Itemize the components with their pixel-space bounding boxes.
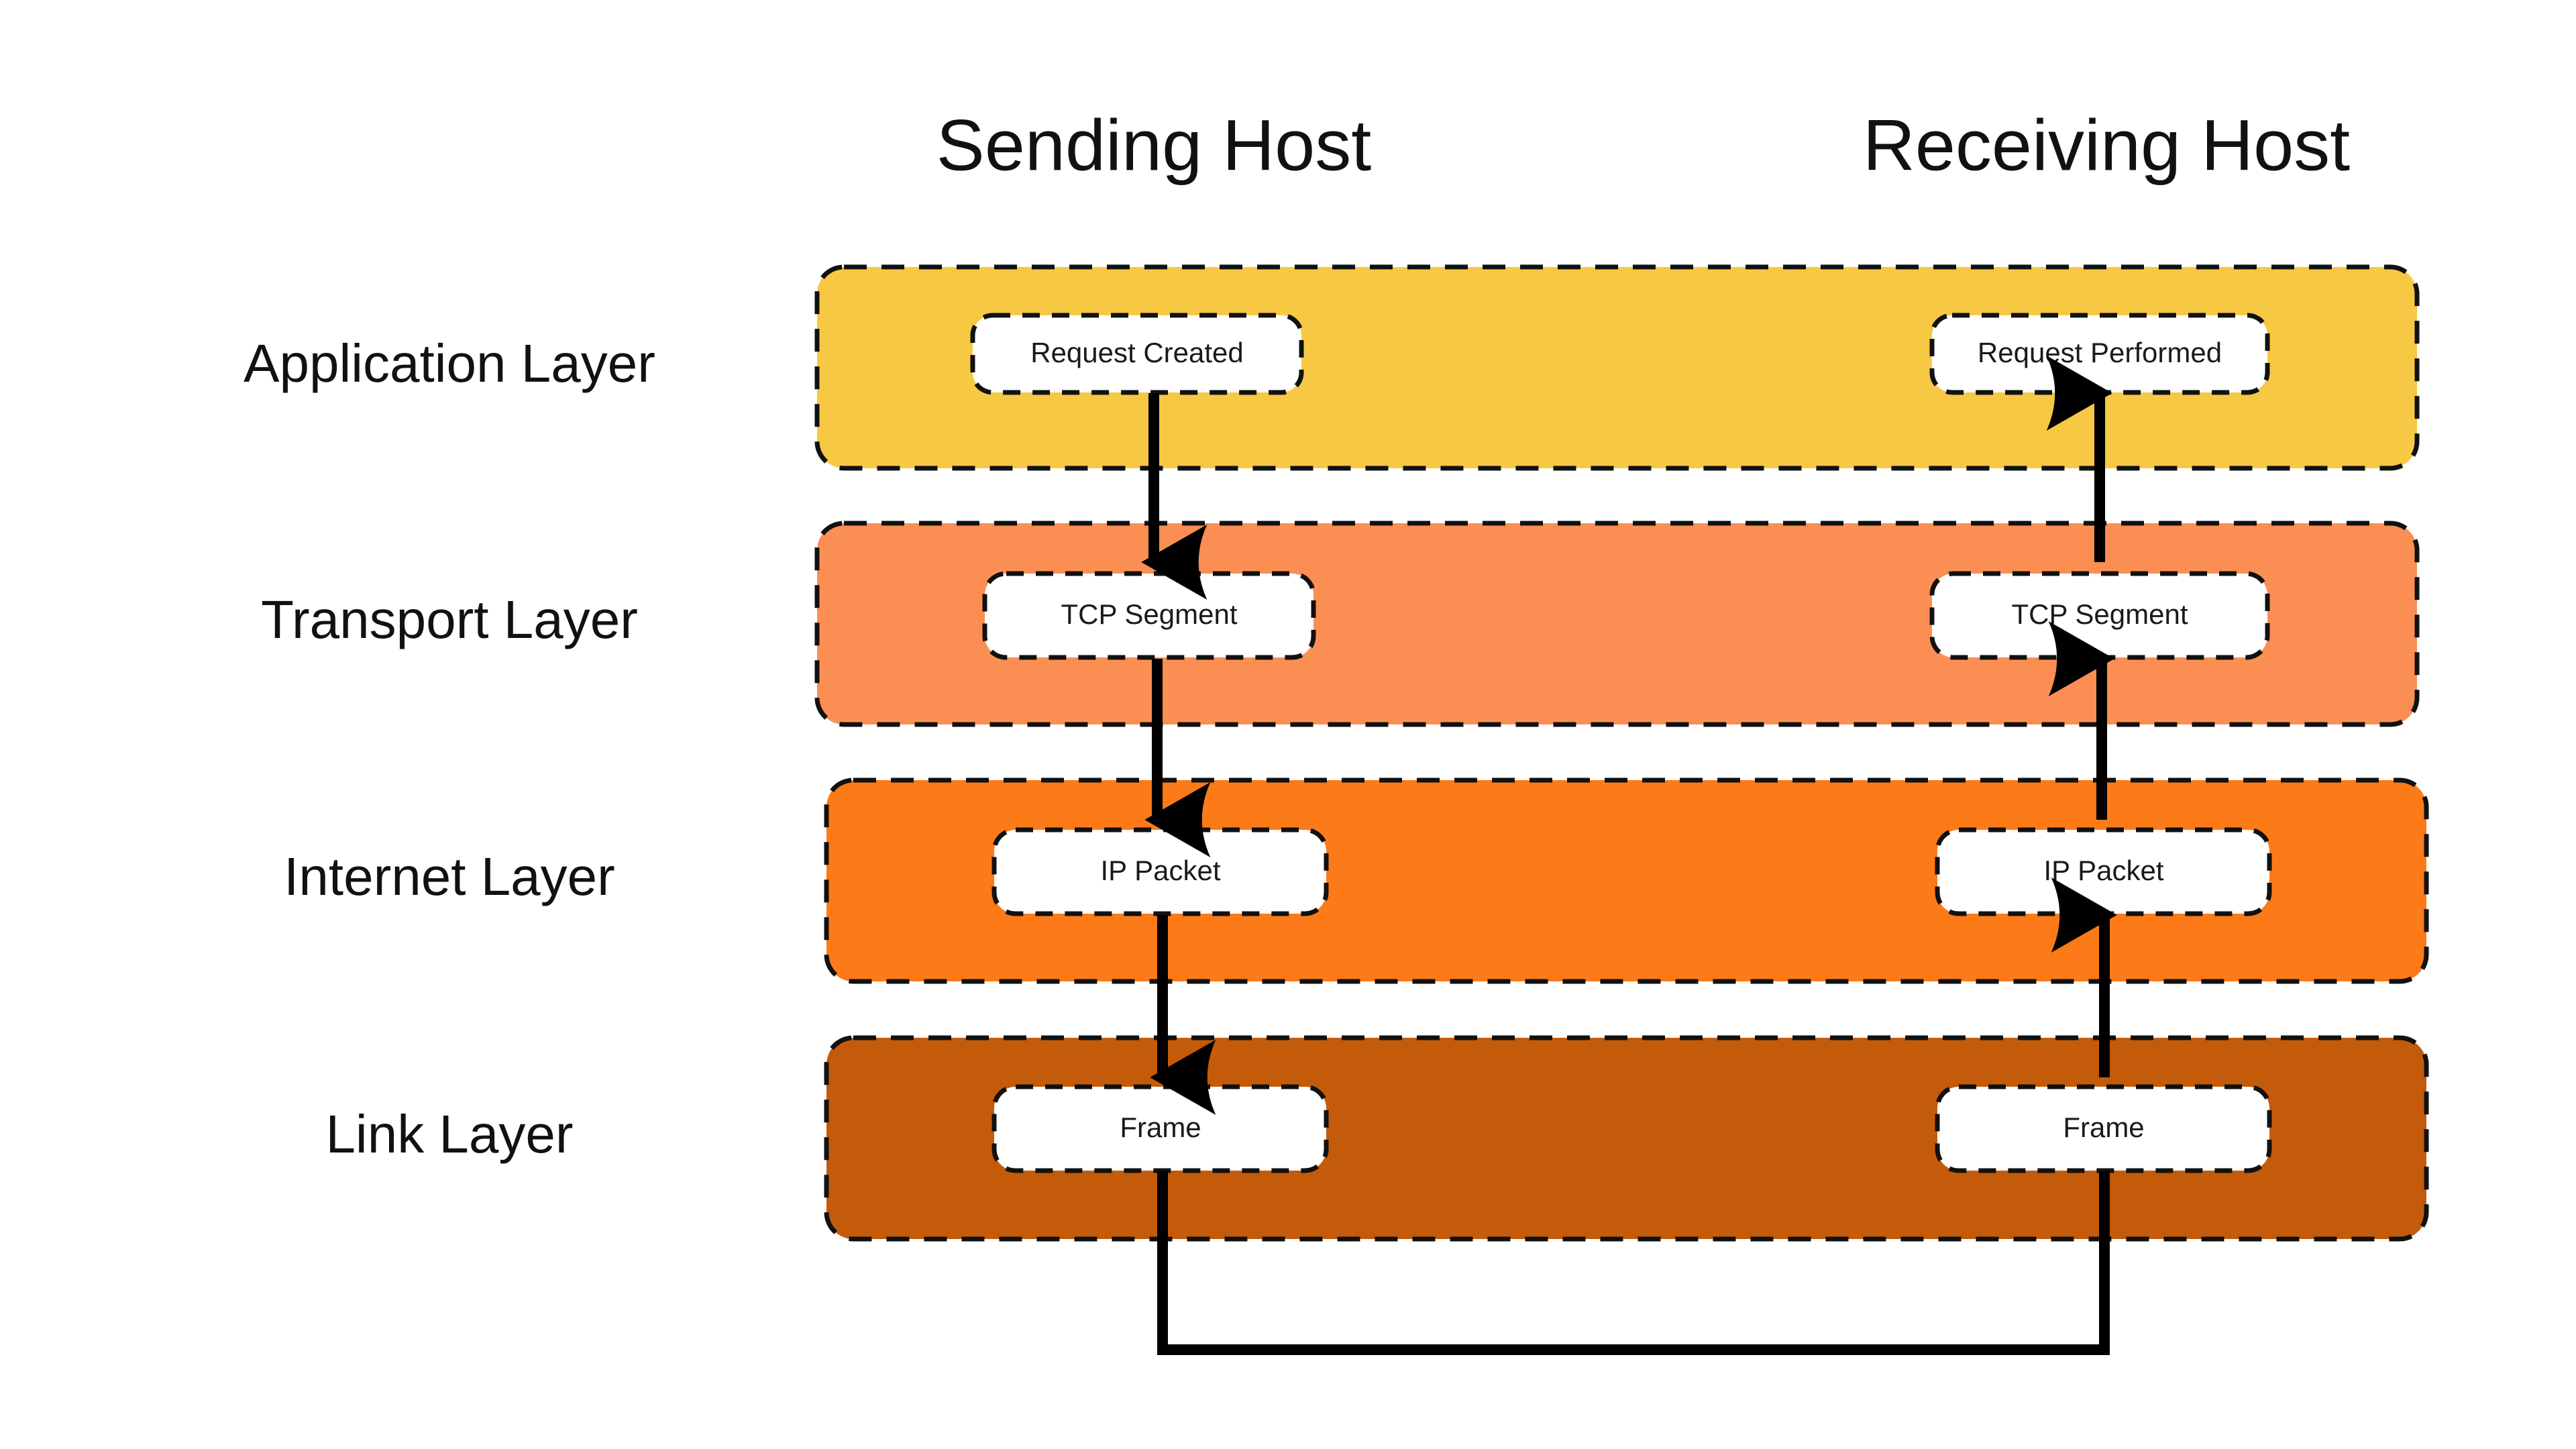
- node-ip-packet-receiving-label: IP Packet: [2044, 855, 2164, 886]
- host-title-sending: Sending Host: [936, 105, 1371, 186]
- layer-label-application: Application Layer: [244, 333, 655, 393]
- layer-label-transport: Transport Layer: [261, 590, 638, 649]
- node-frame-receiving[interactable]: Frame: [1935, 1084, 2272, 1173]
- node-ip-packet-receiving[interactable]: IP Packet: [1935, 827, 2272, 916]
- node-request-created[interactable]: Request Created: [970, 313, 1304, 395]
- node-frame-sending[interactable]: Frame: [991, 1084, 1329, 1173]
- node-request-created-box: [970, 313, 1304, 395]
- node-frame-sending-box: [991, 1084, 1329, 1173]
- layer-band-transport[interactable]: TCP Segment TCP Segment: [814, 521, 2420, 727]
- node-tcp-segment-sending[interactable]: TCP Segment: [982, 571, 1316, 660]
- node-ip-packet-sending-label: IP Packet: [1101, 855, 1221, 886]
- wire-physical-link: [1157, 1171, 2110, 1355]
- node-frame-receiving-label: Frame: [2063, 1112, 2144, 1143]
- layer-band-link[interactable]: Frame Frame: [824, 1035, 2429, 1242]
- flow-group-sending: [1141, 393, 1216, 1115]
- host-title-receiving: Receiving Host: [1863, 105, 2350, 186]
- flow-group-receiving: [2046, 356, 2117, 1077]
- node-tcp-segment-sending-label: TCP Segment: [1061, 598, 1237, 630]
- node-request-created-label: Request Created: [1030, 337, 1244, 368]
- node-tcp-segment-sending-box: [982, 571, 1316, 660]
- node-ip-packet-sending-box: [991, 827, 1329, 916]
- node-ip-packet-sending[interactable]: IP Packet: [991, 827, 1329, 916]
- node-request-performed-label: Request Performed: [1978, 337, 2222, 368]
- layer-label-link: Link Layer: [325, 1104, 573, 1164]
- node-frame-receiving-box: [1935, 1084, 2272, 1173]
- layer-band-internet[interactable]: IP Packet IP Packet: [824, 777, 2429, 984]
- layer-band-application[interactable]: Request Created Request Performed: [814, 264, 2420, 471]
- node-tcp-segment-receiving-label: TCP Segment: [2011, 598, 2188, 630]
- layer-label-internet: Internet Layer: [284, 847, 615, 906]
- node-frame-sending-label: Frame: [1120, 1112, 1201, 1143]
- node-tcp-segment-receiving[interactable]: TCP Segment: [1929, 571, 2270, 660]
- node-request-performed[interactable]: Request Performed: [1929, 313, 2270, 395]
